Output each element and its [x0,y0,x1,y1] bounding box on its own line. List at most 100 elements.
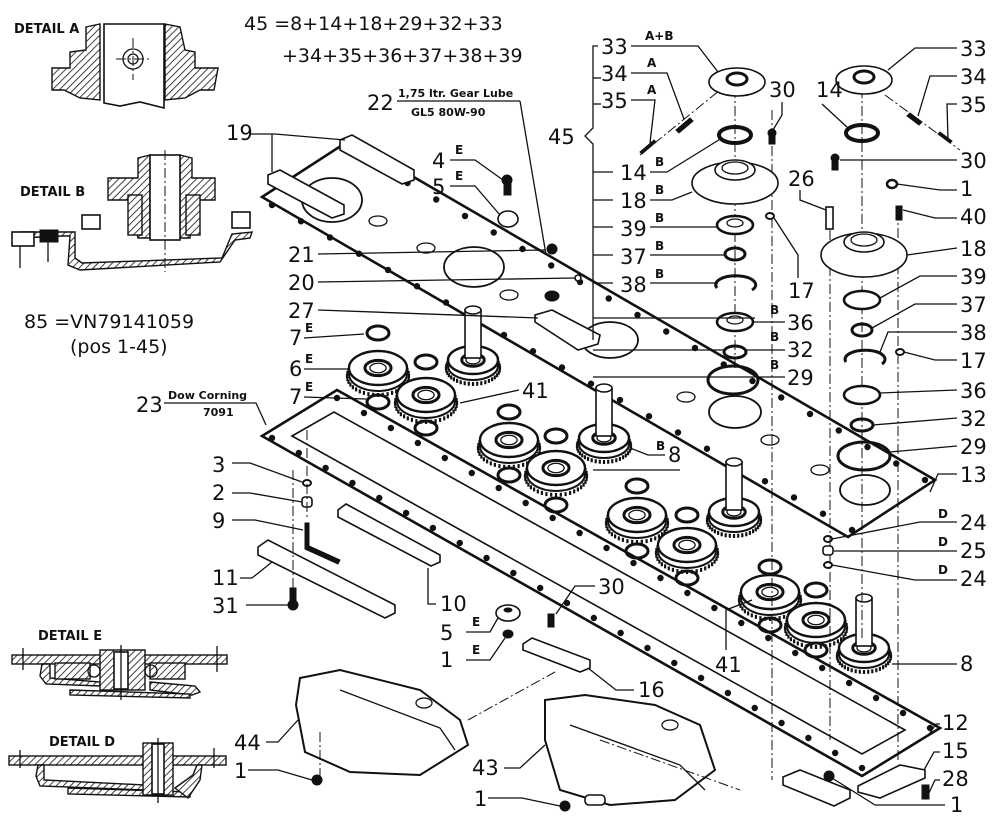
oring-29-left [706,364,760,396]
gear-face [525,449,587,487]
bolt-26 [825,206,834,230]
bolt-hole [558,364,566,371]
spacer-ring [413,419,439,437]
svg-text:B: B [655,183,664,197]
bolt-hole [616,396,624,404]
gear-bearing [494,430,524,450]
nut-1-right [885,178,899,190]
gear-bearing [755,582,785,602]
detail-tag-33: A+B [645,29,674,43]
seal-22-fill [544,290,560,302]
callout-1-right: 1 [960,177,973,201]
callout-44: 44 [234,731,261,755]
kit-reference-range: (pos 1-45) [70,336,168,358]
callout-12: 12 [942,711,969,735]
callout-31: 31 [212,594,239,618]
callout-37-right: 37 [960,293,987,317]
bearing-stack-right [820,65,961,760]
lower-left-fittings [257,430,441,619]
detail-b-bolt-right [231,211,251,229]
pinion-shaft-8 [725,457,743,511]
bolt-hole [522,499,529,507]
bolt-hole [806,410,814,418]
callouts-center: 30 17 36 B 32 B 29 B 8 B 41 41 [459,78,815,677]
svg-text:E: E [455,143,463,157]
svg-text:B: B [655,239,664,253]
detail-b-section: DETAIL B [11,150,254,272]
callout-19: 19 [226,121,253,145]
bolt-hole [603,544,610,552]
gear-face [656,526,718,564]
shaft-body [595,387,613,437]
detail-a-section: DETAIL A [14,22,219,110]
bolt-hole [429,524,437,532]
callout-14-left: 14 [620,161,647,185]
spacer-ring [413,353,439,371]
spacer-37-right [850,322,874,338]
spacer-ring [803,581,829,599]
svg-text:E: E [305,352,313,366]
svg-text:B: B [770,303,779,317]
washer-24-upper [823,535,833,543]
nut-1-bottom [823,770,835,782]
callout-11: 11 [212,566,239,590]
callout-1-disc-44: 1 [234,759,247,783]
bolt-hole [805,734,812,742]
bolt-28 [921,784,930,800]
bushing-5-upper [497,210,519,228]
gear [393,376,459,424]
spacer-ring [496,466,522,484]
callout-27: 27 [288,299,315,323]
gear [476,421,542,469]
callouts-stack-left: 14 B 18 B 39 B 37 B 38 B [593,137,755,319]
bolt-hole [864,443,871,451]
spacer-ring [365,393,391,411]
gear-face [347,349,409,387]
callout-9: 9 [212,509,225,533]
washer-17-left [765,212,775,220]
sealant-brand: Dow Corning [168,389,247,402]
bolt-hole [295,449,303,457]
bolt-hole [605,295,612,302]
callout-17-right: 17 [960,349,987,373]
bolt-hole [703,445,711,452]
bolt-hole [684,589,691,597]
callout-37-left: 37 [620,245,647,269]
shaft-top [855,593,873,603]
bolt-40 [895,205,903,221]
detail-b-bolt-left [11,231,35,247]
detail-a-housing-left [51,23,101,101]
callout-36-left: 36 [787,311,814,335]
bolt-hole [402,509,410,517]
plate-16 [522,637,591,673]
bolt-hole [751,704,758,712]
bushing-5-lower [495,604,521,622]
callout-16: 16 [638,678,665,702]
dowel-25 [822,545,834,556]
bolt-hole [384,266,392,274]
detail-b-housing-plate [19,231,254,271]
callout-38-right: 38 [960,321,987,345]
bolt-hole [549,514,556,522]
bolt-hole [630,559,637,567]
gear-bore [678,539,696,551]
bolt-hole [761,478,769,485]
detail-a-housing-right [164,23,219,101]
bolt-hole [674,429,682,436]
callout-8-center: 8 [668,443,681,467]
callout-1-disc-43: 1 [474,787,487,811]
bolt-hole [671,659,678,667]
note-gear-lube: 22 1,75 ltr. Gear Lube GL5 80W-90 [367,87,554,297]
bolt-hole [835,427,842,434]
callout-35-left: 35 [601,89,628,113]
callout-1-bottom: 1 [950,793,963,817]
callout-30-lower: 30 [598,575,625,599]
spacer-37-left [723,246,747,262]
bolt-hole [921,476,929,484]
callout-41-lower: 41 [715,653,742,677]
callout-33-left: 33 [601,35,628,59]
bearing-36-right [842,384,882,406]
callout-4: 4 [432,149,445,173]
callout-28: 28 [942,767,969,791]
spacer-ring [803,641,829,659]
